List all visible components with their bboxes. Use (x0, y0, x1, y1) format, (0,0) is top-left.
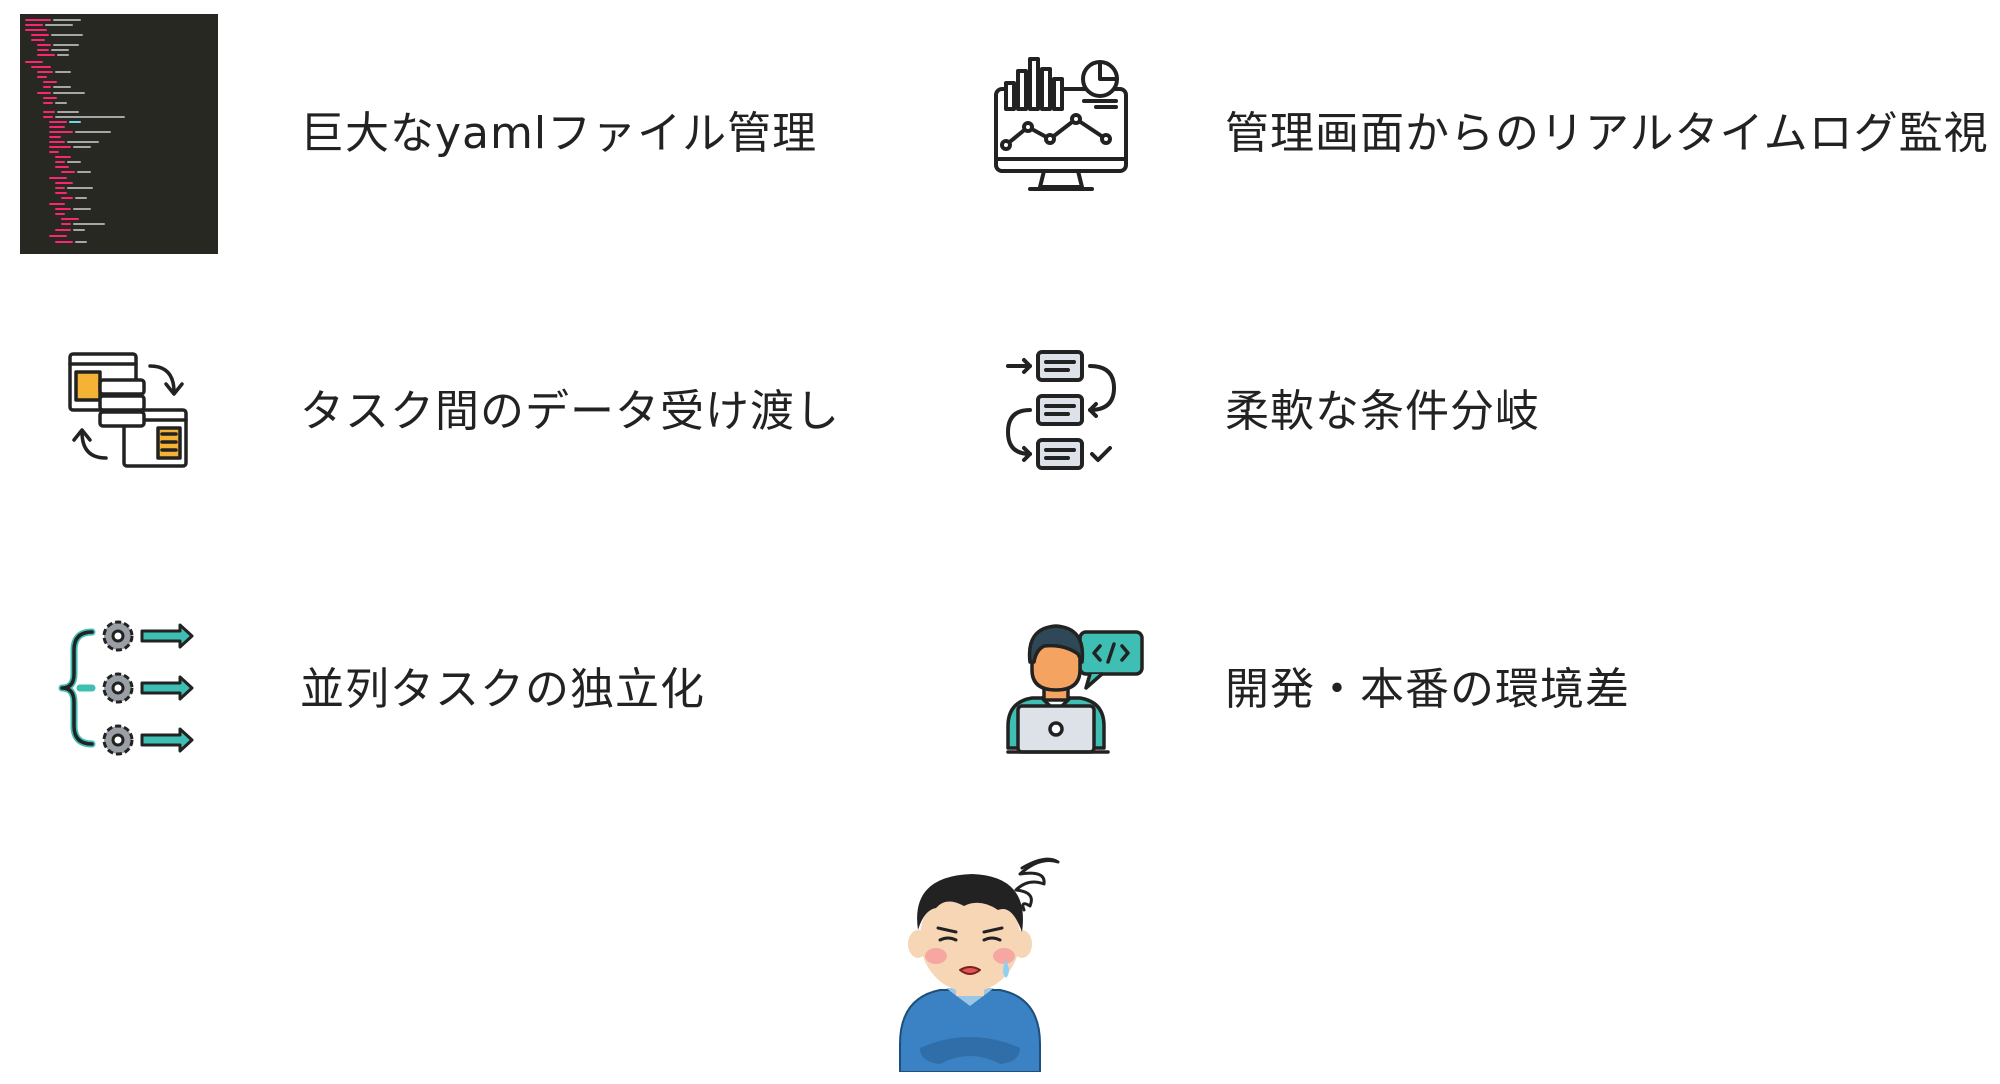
item-label-data-transfer: タスク間のデータ受け渡し (300, 386, 840, 437)
parallel-gears-icon (58, 620, 194, 756)
monitor-dashboard-icon (994, 57, 1128, 191)
yaml-code-screenshot (20, 14, 218, 254)
item-label-env-difference: 開発・本番の環境差 (1225, 664, 1630, 715)
data-transfer-icon (68, 352, 188, 468)
item-label-yaml: 巨大なyamlファイル管理 (300, 108, 818, 159)
conditional-branch-icon (1006, 350, 1116, 470)
item-label-parallel-tasks: 並列タスクの独立化 (300, 664, 705, 715)
item-label-realtime-log: 管理画面からのリアルタイムログ監視 (1225, 108, 1989, 159)
developer-laptop-icon (1006, 624, 1144, 754)
item-label-conditional-branch: 柔軟な条件分岐 (1225, 386, 1540, 437)
troubled-person-icon (899, 857, 1060, 1072)
